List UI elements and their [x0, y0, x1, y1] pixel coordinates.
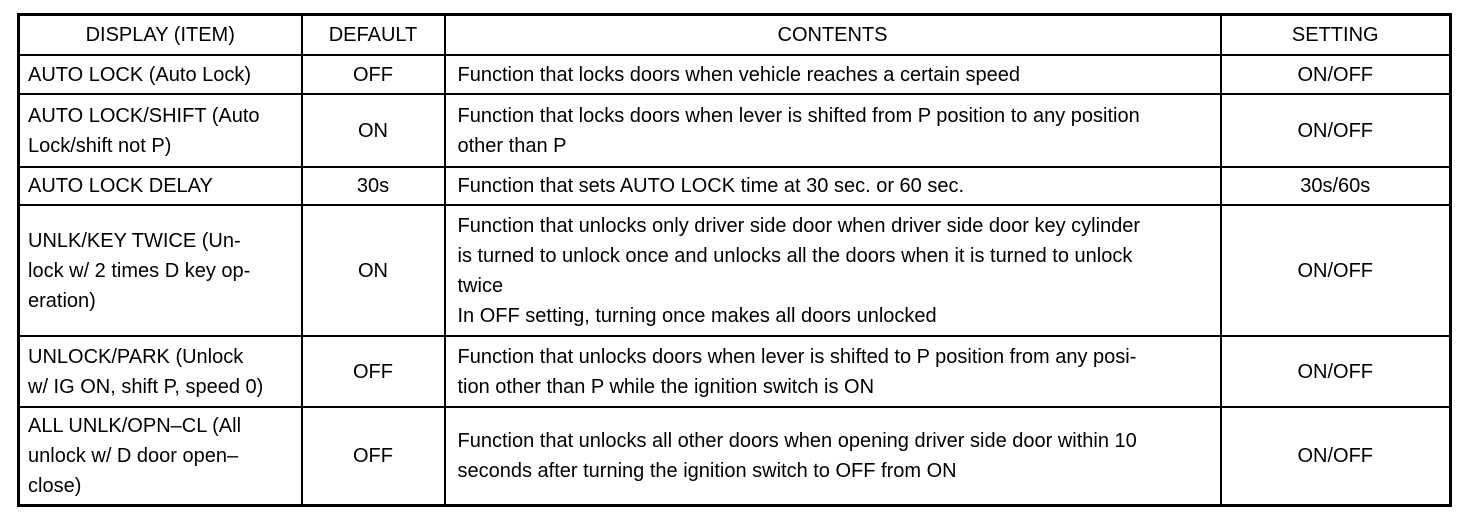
column-header-default: DEFAULT — [300, 13, 446, 56]
table-row: AUTO LOCK DELAY 30s Function that sets A… — [17, 166, 1452, 206]
table-row: AUTO LOCK (Auto Lock) OFF Function that … — [17, 54, 1452, 95]
column-header-display-item: DISPLAY (ITEM) — [17, 13, 303, 56]
column-header-setting: SETTING — [1219, 13, 1452, 56]
cell-contents: Function that unlocks only driver side d… — [443, 204, 1222, 337]
column-header-contents: CONTENTS — [443, 13, 1222, 56]
cell-contents: Function that locks doors when lever is … — [443, 93, 1222, 168]
cell-setting: 30s/60s — [1219, 166, 1452, 206]
table-header-row: DISPLAY (ITEM) DEFAULT CONTENTS SETTING — [17, 13, 1452, 56]
table-row: ALL UNLK/OPN–CL (All unlock w/ D door op… — [17, 406, 1452, 507]
cell-setting: ON/OFF — [1219, 204, 1452, 337]
cell-default: 30s — [300, 166, 446, 206]
cell-contents: Function that unlocks doors when lever i… — [443, 335, 1222, 408]
table-row: UNLOCK/PARK (Unlock w/ IG ON, shift P, s… — [17, 335, 1452, 408]
table-row: UNLK/KEY TWICE (Un- lock w/ 2 times D ke… — [17, 204, 1452, 337]
cell-contents: Function that sets AUTO LOCK time at 30 … — [443, 166, 1222, 206]
cell-item: ALL UNLK/OPN–CL (All unlock w/ D door op… — [17, 406, 303, 507]
cell-item: UNLK/KEY TWICE (Un- lock w/ 2 times D ke… — [17, 204, 303, 337]
cell-contents: Function that unlocks all other doors wh… — [443, 406, 1222, 507]
cell-default: OFF — [300, 335, 446, 408]
cell-default: OFF — [300, 406, 446, 507]
cell-contents: Function that locks doors when vehicle r… — [443, 54, 1222, 95]
cell-setting: ON/OFF — [1219, 335, 1452, 408]
door-lock-settings-table: DISPLAY (ITEM) DEFAULT CONTENTS SETTING … — [17, 13, 1452, 507]
cell-setting: ON/OFF — [1219, 406, 1452, 507]
table-row: AUTO LOCK/SHIFT (Auto Lock/shift not P) … — [17, 93, 1452, 168]
cell-item: AUTO LOCK (Auto Lock) — [17, 54, 303, 95]
cell-setting: ON/OFF — [1219, 54, 1452, 95]
cell-item: AUTO LOCK DELAY — [17, 166, 303, 206]
cell-item: AUTO LOCK/SHIFT (Auto Lock/shift not P) — [17, 93, 303, 168]
cell-default: ON — [300, 204, 446, 337]
cell-setting: ON/OFF — [1219, 93, 1452, 168]
cell-default: OFF — [300, 54, 446, 95]
cell-item: UNLOCK/PARK (Unlock w/ IG ON, shift P, s… — [17, 335, 303, 408]
cell-default: ON — [300, 93, 446, 168]
